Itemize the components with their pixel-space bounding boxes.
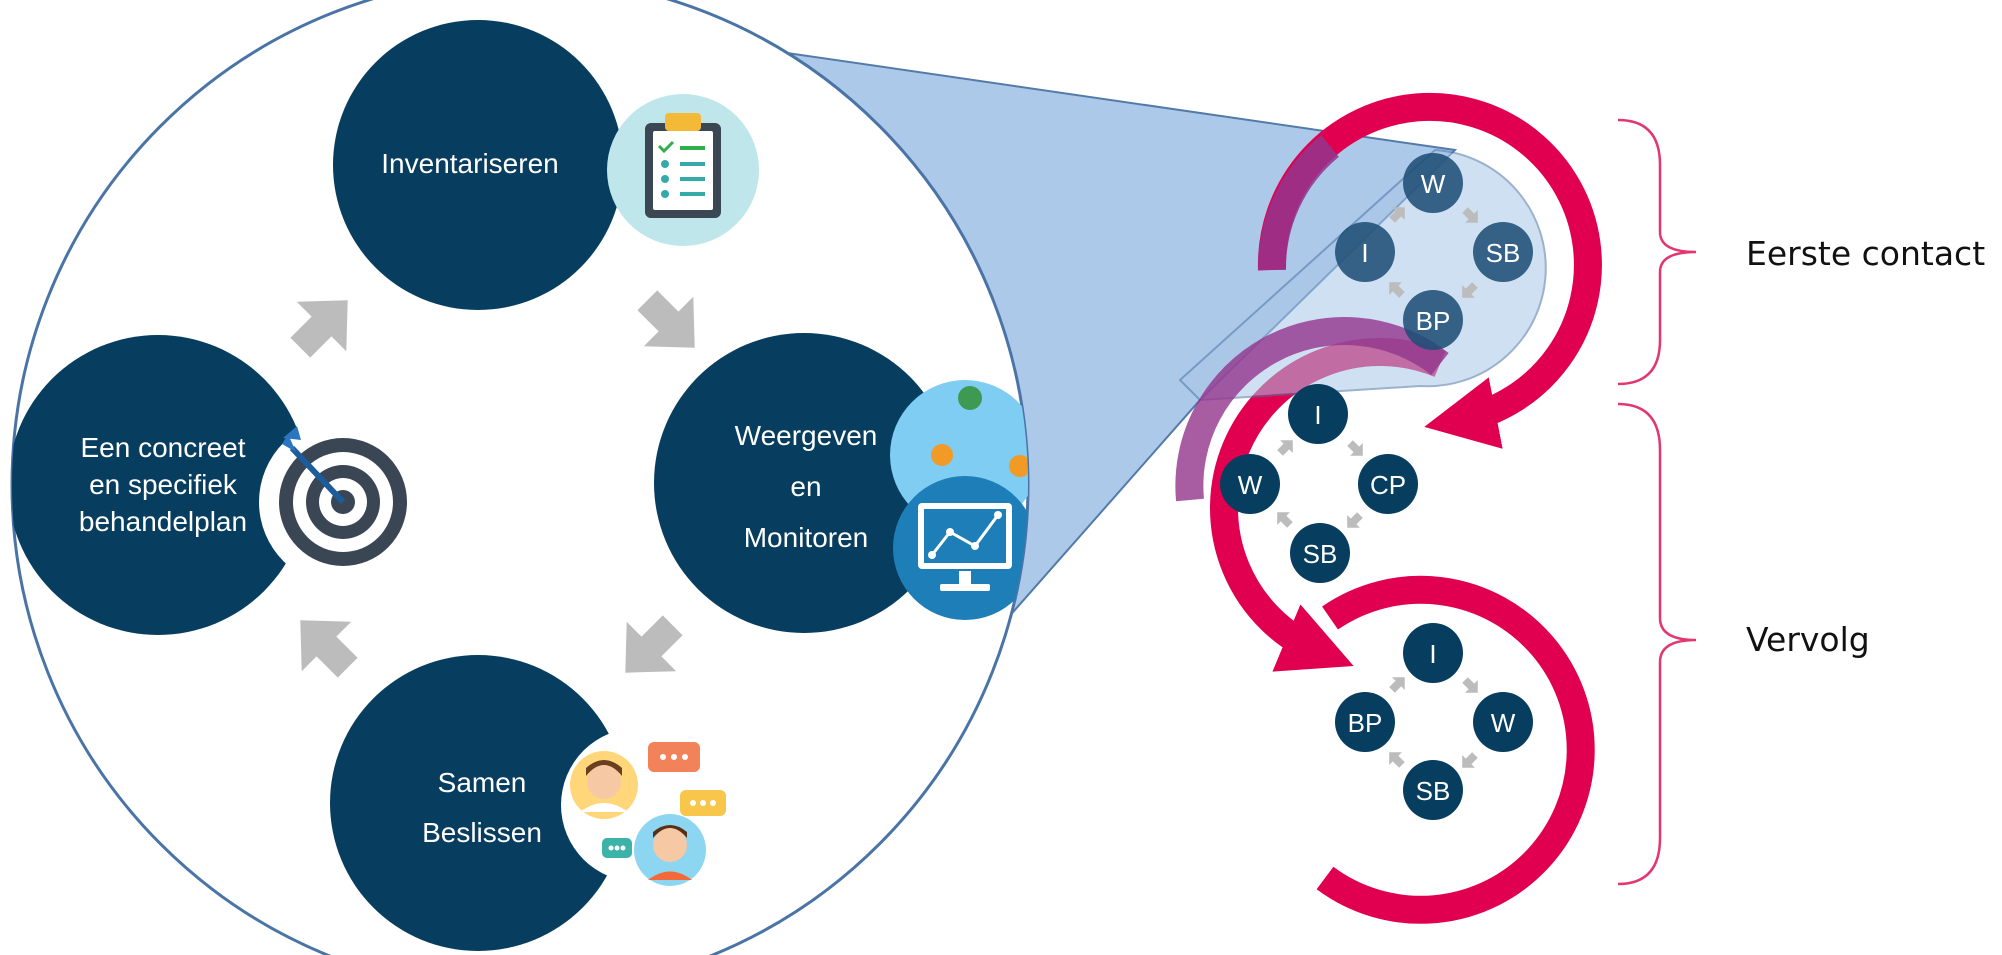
- samen-label: Samen: [438, 767, 527, 798]
- loop-middle-right: CP: [1370, 470, 1406, 500]
- monitoren-label: Monitoren: [744, 522, 869, 553]
- loop-middle: I CP SB W: [1220, 384, 1418, 583]
- behandelplan-line-2: en specifiek: [89, 469, 238, 500]
- weergeven-label: Weergeven: [735, 420, 878, 451]
- node-weergeven-monitoren: Weergeven en Monitoren: [654, 333, 954, 633]
- monitor-chart-icon: [890, 380, 1028, 620]
- brace-vervolg: [1617, 402, 1697, 886]
- loop-eerste: W SB BP I: [1335, 153, 1533, 350]
- behandelplan-line-1: Een concreet: [81, 432, 246, 463]
- loop-eerste-bottom: BP: [1416, 306, 1451, 336]
- loop-arc-vervolg: [1316, 575, 1595, 924]
- node-samen-beslissen: Samen Beslissen: [330, 655, 626, 951]
- loop-middle-bottom: SB: [1303, 539, 1338, 569]
- clipboard-icon: [607, 94, 759, 246]
- en-label: en: [790, 471, 821, 502]
- loop-vervolg: I W SB BP: [1335, 623, 1533, 820]
- beslissen-label: Beslissen: [422, 817, 542, 848]
- loop-vervolg-left: BP: [1348, 708, 1383, 738]
- lens-purple-2: [1175, 316, 1449, 502]
- loop-vervolg-right: W: [1491, 708, 1516, 738]
- behandelplan-line-3: behandelplan: [79, 506, 247, 537]
- target-icon: [259, 418, 427, 586]
- node-inventariseren: Inventariseren: [333, 20, 623, 310]
- brace-eerste-contact: [1617, 118, 1697, 386]
- loop-vervolg-bottom: SB: [1416, 776, 1451, 806]
- lens-purple-1: [1257, 135, 1340, 271]
- loop-middle-top: I: [1314, 400, 1321, 430]
- loop-vervolg-top: I: [1429, 639, 1436, 669]
- node-behandelplan: Een concreet en specifiek behandelplan: [12, 335, 308, 635]
- loop-eerste-top: W: [1421, 169, 1446, 199]
- loop-eerste-right: SB: [1486, 238, 1521, 268]
- inventariseren-label: Inventariseren: [381, 148, 558, 179]
- label-eerste-contact: Eerste contact: [1746, 234, 1985, 273]
- chat-people-icon: [561, 728, 726, 886]
- label-vervolg: Vervolg: [1746, 620, 1870, 659]
- loop-middle-left: W: [1238, 470, 1263, 500]
- loop-eerste-left: I: [1361, 238, 1368, 268]
